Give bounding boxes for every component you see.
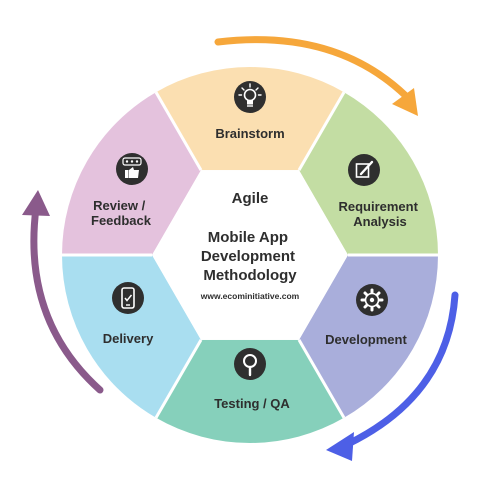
segment-label-testing-qa: Testing / QA — [214, 396, 290, 411]
segment-development — [299, 255, 438, 418]
orange-cycle-arrow — [214, 36, 418, 116]
blue-cycle-arrow — [326, 291, 459, 461]
segment-testing-qa — [156, 339, 344, 443]
segment-brainstorm — [156, 67, 344, 171]
segment-label-review-feedback: Review / Feedback — [91, 198, 152, 228]
segments — [62, 67, 438, 443]
edit-document-icon — [348, 154, 380, 186]
magnifier-icon — [234, 348, 266, 380]
rating-thumbs-up-icon — [116, 153, 148, 185]
segment-dividers — [62, 91, 438, 419]
segment-label-brainstorm: Brainstorm — [215, 126, 284, 141]
center-hexagon — [152, 170, 348, 340]
mobile-phone-icon — [112, 282, 144, 314]
segment-label-requirement-analysis: Requirement Analysis — [338, 199, 421, 229]
center-subtitle: Mobile App Development Methodology — [201, 229, 299, 284]
segment-label-development: Development — [325, 332, 407, 347]
segment-delivery — [62, 255, 201, 418]
segment-label-delivery: Delivery — [103, 331, 154, 346]
center-title: Agile — [232, 190, 269, 207]
purple-cycle-arrow — [22, 190, 104, 394]
lightbulb-icon — [234, 81, 266, 113]
center-website: www.ecominitiative.com — [200, 291, 300, 301]
gear-icon — [356, 284, 388, 316]
